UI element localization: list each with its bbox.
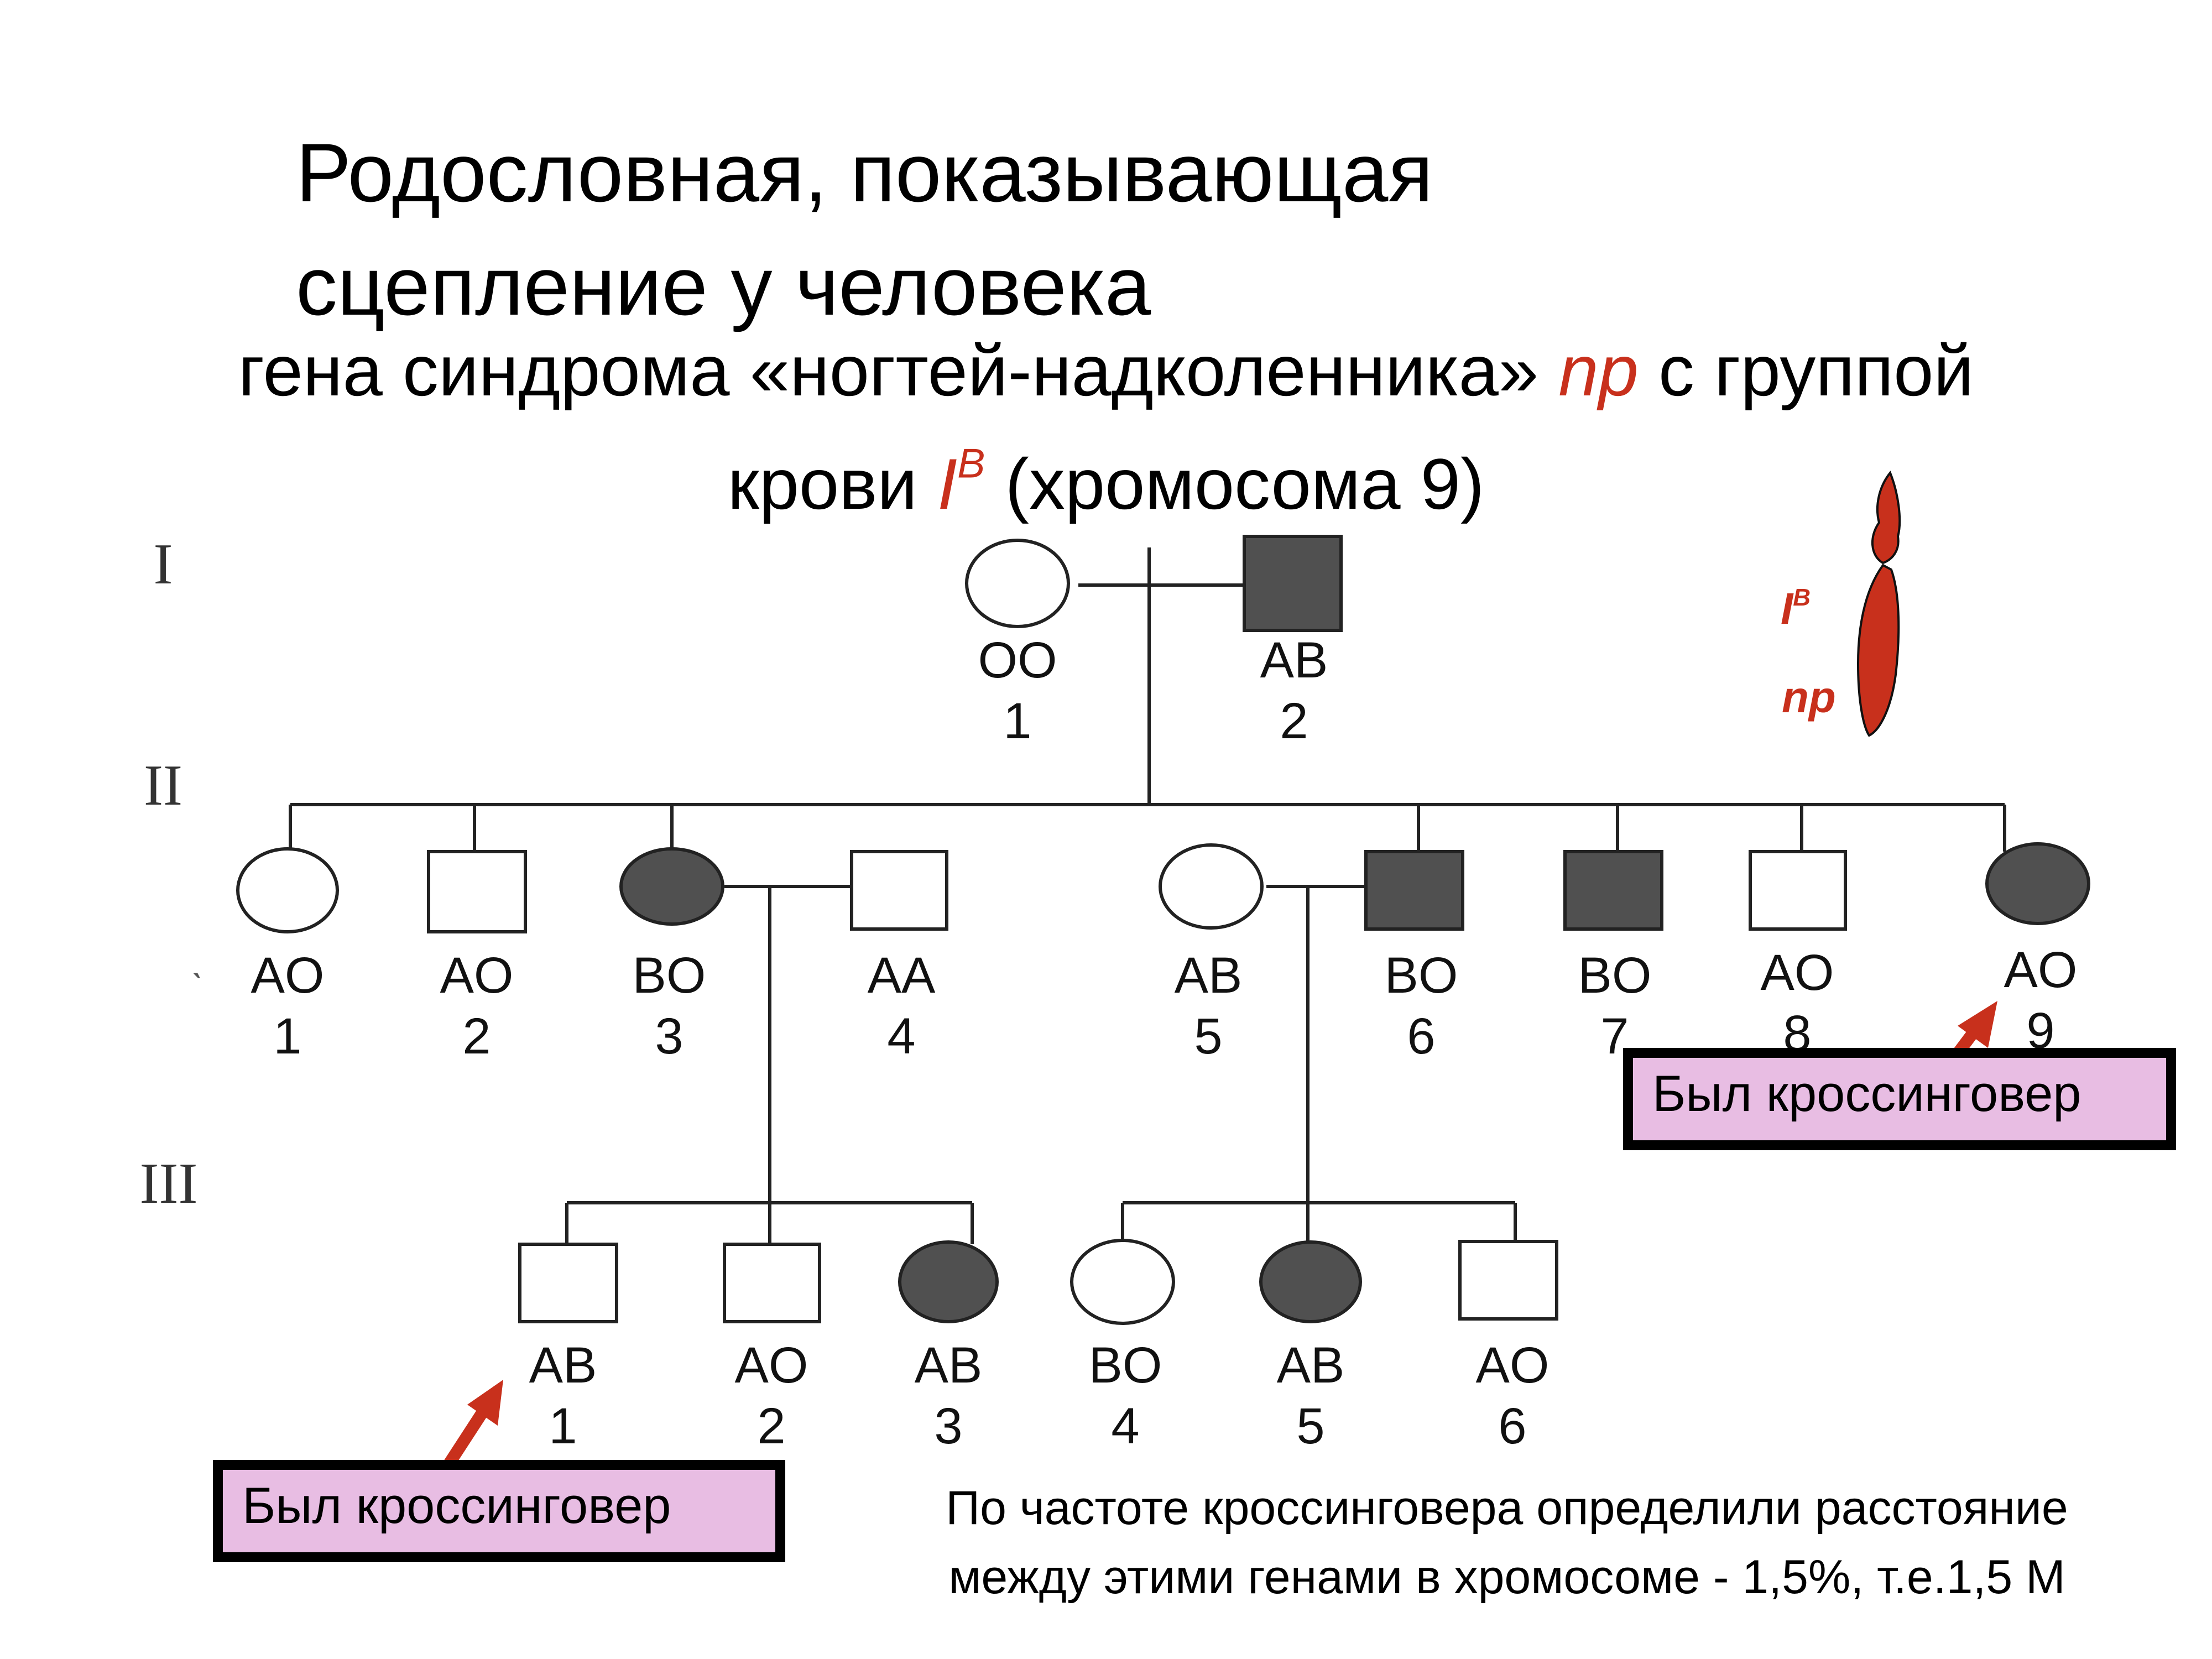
male-affected-symbol [1563, 850, 1663, 931]
chromosome-label-ib-sup: B [1793, 584, 1811, 611]
male-unaffected-symbol [1749, 850, 1847, 931]
subtitle-text-2: с группой [1638, 330, 1974, 411]
female-unaffected-symbol [236, 847, 339, 933]
slide-title: Родословная, показывающая сцепление у че… [296, 116, 1433, 343]
gen3-individual-5: AB 5 [1259, 1240, 1362, 1454]
genotype-label: AO [2004, 942, 2078, 998]
chromosome-long-arm [1856, 564, 1900, 737]
chromosome-label-np: np [1782, 672, 1836, 722]
conclusion-text: По частоте кроссинговера определили расс… [841, 1474, 2173, 1612]
genotype-label: AB [1175, 947, 1243, 1004]
genotype-label: AB [915, 1337, 983, 1394]
male-unaffected-symbol [1458, 1240, 1558, 1321]
gen3-individual-6: AO 6 [1458, 1240, 1558, 1454]
generation-label-3: III [140, 1151, 198, 1215]
individual-number: 4 [1111, 1398, 1139, 1454]
genotype-label: AA [868, 947, 936, 1004]
genotype-label: AB [529, 1337, 597, 1394]
individual-number: 1 [273, 1008, 301, 1065]
gen2-individual-6: BO 6 [1364, 850, 1464, 1065]
gen2-individual-4: AA 4 [850, 850, 948, 1065]
chromosome-label-ib: IB [1781, 583, 1811, 634]
crossover-callout-right: Был кроссинговер [1623, 1048, 2176, 1150]
male-unaffected-symbol [723, 1243, 821, 1323]
gen2-individual-2: AO 2 [427, 850, 527, 1065]
female-affected-symbol [1259, 1240, 1362, 1323]
subtitle-text-4: (хромосома 9) [985, 444, 1485, 524]
conclusion-line-2: между этими генами в хромосоме - 1,5%, т… [948, 1551, 2065, 1604]
individual-number: 3 [655, 1008, 683, 1065]
gen2-individual-8: AO 8 [1749, 850, 1847, 1062]
female-affected-symbol [1985, 842, 2090, 925]
gen3-individual-1: AB 1 [518, 1243, 618, 1454]
subtitle-line-1: гена синдрома «ногтей-надколенника» np с… [0, 329, 2212, 412]
female-unaffected-symbol [1159, 843, 1264, 930]
individual-number: 6 [1407, 1008, 1435, 1065]
individual-number: 5 [1194, 1008, 1222, 1065]
genotype-label: AO [1761, 945, 1834, 1001]
gene-ib: I [937, 444, 958, 524]
gene-ib-sup: B [957, 440, 985, 487]
individual-number: 1 [1003, 693, 1031, 749]
female-unaffected-symbol [965, 539, 1070, 628]
genotype-label: AO [1476, 1337, 1550, 1394]
genotype-label: BO [1089, 1337, 1162, 1394]
female-affected-symbol [898, 1240, 999, 1323]
gen3-individual-2: AO 2 [723, 1243, 821, 1454]
gen2-individual-5: AB 5 [1159, 843, 1264, 1065]
male-unaffected-symbol [427, 850, 527, 933]
individual-number: 2 [1280, 693, 1308, 749]
subtitle-text-1: гена синдрома «ногтей-надколенника» [238, 330, 1559, 411]
crossover-callout-left: Был кроссинговер [213, 1460, 785, 1562]
genotype-label: AB [1260, 632, 1328, 688]
subtitle-text-3: крови [727, 444, 938, 524]
individual-number: 4 [887, 1008, 915, 1065]
genotype-label: BO [633, 947, 706, 1004]
stray-mark: ˋ [191, 966, 204, 1009]
chromosome-9-icon [1856, 471, 1901, 737]
gen2-individual-3: BO 3 [619, 847, 724, 1065]
gen2-individual-9: AO 9 [1985, 842, 2090, 1059]
gen1-individual-2: AB 2 [1243, 535, 1343, 749]
individual-number: 6 [1498, 1398, 1526, 1454]
title-line-1: Родословная, показывающая [296, 126, 1433, 219]
generation-label-1: I [154, 531, 173, 596]
male-affected-symbol [1243, 535, 1343, 632]
male-unaffected-symbol [850, 850, 948, 931]
pedigree-lines [289, 547, 2006, 1244]
genotype-label: OO [978, 632, 1057, 688]
individual-number: 2 [757, 1398, 785, 1454]
female-affected-symbol [619, 847, 724, 926]
gen2-individual-1: AO 1 [236, 847, 339, 1065]
gen2-individual-7: BO 7 [1563, 850, 1663, 1065]
female-unaffected-symbol [1070, 1239, 1175, 1325]
chromosome-label-ib-base: I [1781, 584, 1793, 633]
genotype-label: AO [440, 947, 514, 1004]
genotype-label: AO [251, 947, 325, 1004]
conclusion-line-1: По частоте кроссинговера определили расс… [946, 1481, 2068, 1535]
individual-number: 1 [549, 1398, 577, 1454]
genotype-label: AB [1277, 1337, 1345, 1394]
genotype-label: BO [1385, 947, 1458, 1004]
title-line-2: сцепление у человека [296, 239, 1151, 332]
arrow-icon-left [442, 1380, 503, 1469]
gen3-individual-4: BO 4 [1070, 1239, 1175, 1454]
male-affected-symbol [1364, 850, 1464, 931]
individual-number: 3 [934, 1398, 962, 1454]
individual-number: 2 [462, 1008, 491, 1065]
gen1-individual-1: OO 1 [965, 539, 1070, 749]
individual-number: 5 [1296, 1398, 1324, 1454]
genotype-label: AO [735, 1337, 808, 1394]
generation-label-2: II [144, 753, 182, 817]
gen3-individual-3: AB 3 [898, 1240, 999, 1454]
male-unaffected-symbol [518, 1243, 618, 1323]
gene-np: np [1558, 330, 1639, 411]
genotype-label: BO [1578, 947, 1652, 1004]
subtitle-line-2: крови IB (хромосома 9) [0, 442, 2212, 525]
chromosome-short-arm [1871, 471, 1901, 565]
